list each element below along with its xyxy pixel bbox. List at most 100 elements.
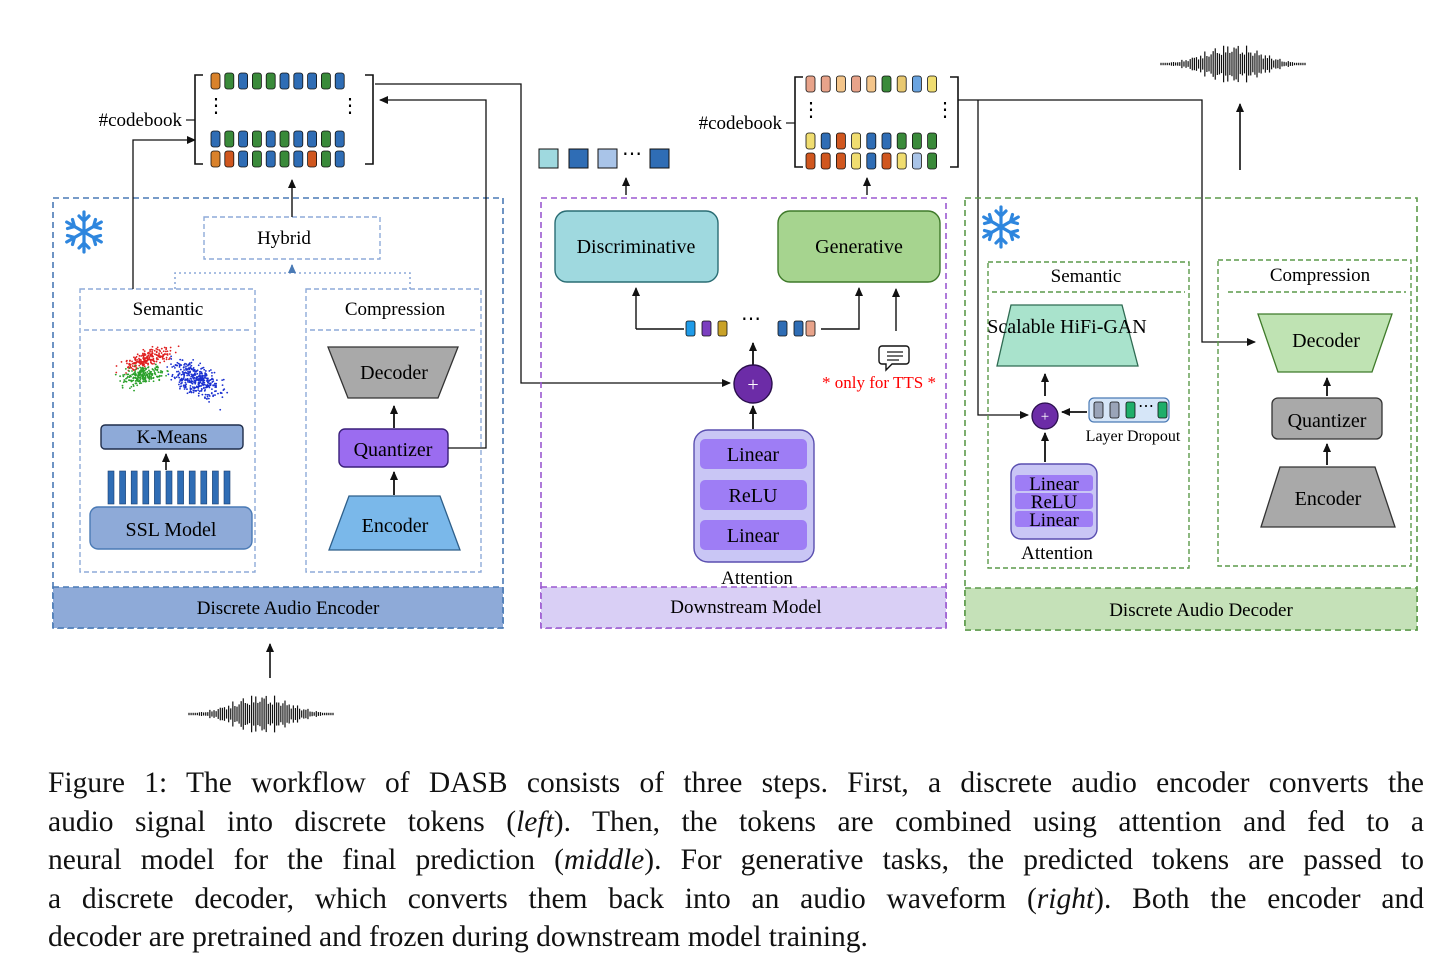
codebook-token: [927, 75, 937, 93]
token-ellipsis: ⋯: [622, 143, 642, 165]
codebook-token: [307, 72, 318, 90]
attention-linear-2-label: Linear: [727, 525, 780, 547]
codebook-token: [836, 152, 846, 170]
codebook-token: [881, 152, 892, 170]
codebook-token: [251, 150, 262, 168]
encoder-codebook-dots-left: ⋮: [206, 95, 226, 117]
codebook-token: [238, 150, 249, 168]
semantic-decoder-title: Semantic: [1051, 266, 1122, 287]
codebook-token: [279, 130, 290, 148]
caption-line-4: a discrete decoder, which converts them …: [48, 882, 1424, 915]
decoder-encoder-trapezoid: [1260, 466, 1396, 528]
codebook-token: [279, 150, 290, 168]
codebook-token: [912, 132, 922, 150]
codebook-token: [805, 75, 816, 93]
tts-note: * only for TTS *: [822, 373, 936, 392]
decoder-plus-node: [1031, 402, 1059, 430]
caption-line-3: neural model for the final prediction (m…: [48, 844, 1424, 876]
attention-output-tokens: [685, 320, 816, 337]
kmeans-label: K-Means: [137, 427, 208, 448]
caption-line-2: audio signal into discrete tokens (left)…: [48, 805, 1424, 838]
layer-dropout-ellipsis: ⋯: [1138, 398, 1154, 415]
decoder-codebook-matrix: [794, 75, 959, 170]
codebook-token: [334, 150, 345, 168]
speech-bubble-icon: [878, 345, 910, 372]
encoder-footer-label: Discrete Audio Encoder: [197, 598, 380, 619]
codebook-token: [293, 150, 304, 168]
diagram-canvas: Discrete Audio Encoder #codebook ⋮ ⋮ Hyb…: [52, 45, 1418, 733]
codebook-token: [251, 130, 262, 148]
compression-encoder-box: [305, 288, 482, 573]
codebook-token: [896, 75, 907, 93]
snowflake-icon: [982, 205, 1020, 249]
output-token: [568, 148, 589, 169]
downstream-footer-label: Downstream Model: [670, 597, 821, 618]
compression-title: Compression: [345, 299, 446, 320]
generative-box: [777, 210, 941, 283]
codebook-token: [293, 130, 304, 148]
encoder-codebook-matrix: [194, 72, 374, 168]
attention-relu: [700, 480, 807, 510]
dasb-workflow-figure: Discrete Audio Encoder #codebook ⋮ ⋮ Hyb…: [52, 45, 1418, 733]
generative-label: Generative: [815, 236, 903, 258]
codebook-token: [334, 130, 345, 148]
decoder-relu-label: ReLU: [1031, 492, 1078, 513]
mixed-token: [701, 320, 712, 337]
combine-plus-node: [733, 364, 773, 404]
codebook-token: [224, 72, 235, 90]
codebook-token: [210, 150, 221, 168]
decoder-quantizer-box: [1271, 397, 1383, 440]
mix-ellipsis: ⋯: [741, 308, 761, 330]
codebook-token: [866, 152, 877, 170]
codebook-token: [238, 130, 249, 148]
discriminative-label: Discriminative: [577, 236, 696, 258]
mixed-token: [777, 320, 788, 337]
waveform-icon: [188, 695, 334, 733]
ssl-feature-bars: [107, 470, 231, 505]
scalable-hifigan-trapezoid: [996, 304, 1139, 367]
decoder-codebook-label: #codebook: [699, 113, 783, 134]
codebook-token: [334, 72, 345, 90]
plus-sign: +: [747, 374, 758, 396]
discriminative-box: [554, 210, 719, 283]
attention-relu-label: ReLU: [729, 485, 778, 507]
codebook-token: [251, 72, 262, 90]
codebook-token: [912, 152, 922, 170]
codebook-token: [307, 130, 318, 148]
codebook-token: [927, 152, 937, 170]
output-token: [597, 148, 618, 169]
ssl-model-box: [89, 506, 253, 550]
decoder-quantizer-label: Quantizer: [1288, 410, 1367, 432]
mixed-token: [793, 320, 804, 337]
encoder-panel: [52, 197, 504, 629]
downstream-footer-bar: [540, 586, 947, 629]
waveform-icon: [1160, 45, 1306, 83]
semantic-title: Semantic: [133, 299, 204, 320]
codebook-token: [224, 130, 235, 148]
decoder-codebook-dots-left: ⋮: [801, 99, 821, 121]
codebook-token: [265, 130, 276, 148]
codebook-token: [912, 75, 922, 93]
semantic-encoder-box: [79, 288, 256, 573]
semantic-decoder-box: [987, 261, 1190, 569]
codebook-token: [265, 150, 276, 168]
codebook-token: [851, 132, 861, 150]
codebook-token: [238, 72, 249, 90]
compression-decoder-title: Compression: [1270, 265, 1371, 286]
codebook-token: [820, 152, 831, 170]
mixed-token: [685, 320, 696, 337]
codebook-token: [896, 152, 907, 170]
caption-line-1: Figure 1: The workflow of DASB consists …: [48, 767, 1424, 799]
scalable-hifigan-label: Scalable HiFi-GAN: [987, 316, 1146, 338]
mixed-token: [805, 320, 816, 337]
codebook-token: [224, 150, 235, 168]
output-token: [538, 148, 559, 169]
layer-dropout-label: Layer Dropout: [1086, 428, 1181, 445]
codebook-token: [866, 75, 877, 93]
codebook-token: [210, 72, 221, 90]
snowflake-icon: [65, 210, 103, 254]
codebook-token: [927, 132, 937, 150]
codebook-token: [836, 75, 846, 93]
codebook-token: [820, 75, 831, 93]
codebook-token: [820, 132, 831, 150]
